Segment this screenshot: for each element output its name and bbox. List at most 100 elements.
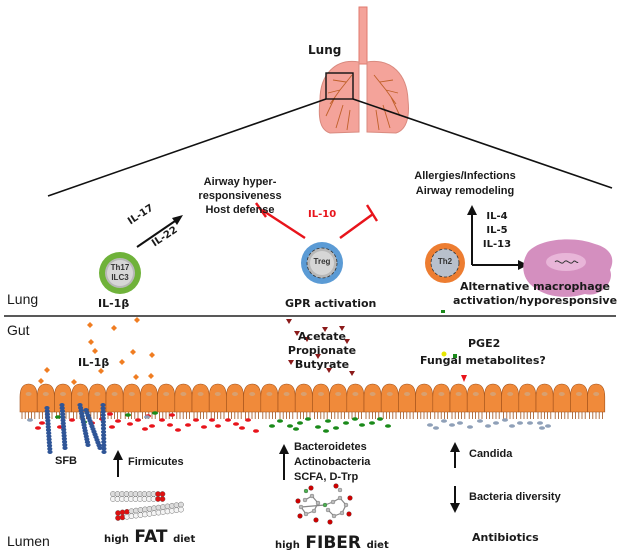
green-dot <box>125 413 131 417</box>
macrophage-label: Alternative macrophage activation/hypore… <box>450 280 620 308</box>
il1b-dot <box>88 339 94 345</box>
macrophage-line2: activation/hyporesponsive <box>452 294 618 307</box>
th2-arrows <box>467 205 528 270</box>
epithelial-cell <box>140 383 158 419</box>
epithelial-cell <box>535 383 554 419</box>
cytokine-il4: IL-4 <box>486 211 508 222</box>
epithelial-cell <box>587 383 606 419</box>
il1b-gut-label: IL-1β <box>78 356 110 369</box>
epithelial-cell <box>226 383 244 419</box>
diversity-down-arrow <box>450 486 460 513</box>
red-dot <box>39 421 45 425</box>
sfb-segment <box>101 443 107 448</box>
green-dot <box>359 423 365 427</box>
epithelial-cell <box>570 383 588 419</box>
grey-dot <box>545 424 551 428</box>
candida-up-arrow <box>450 442 460 468</box>
allergy-outcome: Allergies/Infections Airway remodeling <box>385 169 545 199</box>
green-dot <box>377 417 383 421</box>
green-dot <box>269 424 275 428</box>
red-dot <box>115 419 121 423</box>
th2-cell <box>425 243 465 283</box>
atom <box>178 506 184 513</box>
green-dot <box>369 421 375 425</box>
red-dot <box>209 418 215 422</box>
sfb-segment <box>60 418 66 423</box>
gpr-activation-label: GPR activation <box>285 297 377 310</box>
atom <box>315 500 321 506</box>
outcome-line3: Host defense <box>205 204 275 216</box>
epithelial-cell <box>518 383 537 419</box>
sfb-segment <box>101 450 107 454</box>
epithelial-cell <box>19 383 38 419</box>
sfb-segment <box>101 436 107 441</box>
green-dot <box>297 421 303 425</box>
il1b-dot <box>119 359 125 365</box>
sfb-segment <box>46 443 53 448</box>
bacteria-diversity-label: Bacteria diversity <box>469 491 561 503</box>
fiber-molecule <box>295 483 353 525</box>
epithelial-cell <box>174 383 193 419</box>
th2-label: Th2 <box>437 257 453 266</box>
green-dot <box>287 424 293 428</box>
sfb-segment <box>61 433 67 438</box>
scfa-marker <box>304 337 310 342</box>
grey-dot <box>493 421 499 425</box>
allergy-line2: Airway remodeling <box>415 185 515 197</box>
firmicutes-label: Firmicutes <box>128 456 184 468</box>
firmicutes-up-arrow <box>113 450 123 477</box>
red-dot <box>193 418 199 422</box>
sfb-segment <box>100 406 106 411</box>
sfb-segment <box>100 413 106 418</box>
il10-inhibition <box>255 202 379 240</box>
sfb-segment <box>46 440 52 445</box>
candida-label: Candida <box>469 448 513 460</box>
scfa-marker <box>344 339 350 344</box>
il1b-dots <box>38 317 155 385</box>
epithelial-cell <box>484 383 502 419</box>
red-marker <box>461 375 467 382</box>
high-fiber-diet-label: high FIBER diet <box>275 533 389 553</box>
il17-il22-arrow <box>136 215 183 248</box>
sfb-segment <box>85 443 91 447</box>
epithelial-cell <box>552 383 571 419</box>
atom <box>325 507 331 513</box>
atom <box>331 513 337 519</box>
scfa-list: Acetate Propionate Butyrate <box>282 330 362 372</box>
il1b-dot <box>111 325 117 331</box>
green-dot <box>293 427 299 431</box>
sfb-segment <box>45 415 51 420</box>
diet-main: FAT <box>134 527 168 547</box>
red-dot <box>35 426 41 430</box>
scfa-marker <box>288 360 294 365</box>
diet-post: diet <box>173 534 196 545</box>
trachea <box>358 6 368 65</box>
epithelial-cell <box>363 383 382 419</box>
green-dot <box>55 415 61 419</box>
sfb-segment <box>44 409 50 414</box>
atom <box>311 508 317 514</box>
red-dot <box>127 422 133 426</box>
sfb-segment <box>60 415 66 420</box>
sfb-segment <box>46 431 52 436</box>
grey-dot <box>527 421 533 425</box>
scfa-butyrate: Butyrate <box>294 358 350 371</box>
epithelial-cell <box>277 383 296 419</box>
region-label-lung: Lung <box>7 291 39 307</box>
fungal-label: Fungal metabolites? <box>420 354 546 367</box>
inhibit-bar-right <box>365 204 379 222</box>
allergy-line1: Allergies/Infections <box>414 170 516 182</box>
epithelial-cell <box>449 383 468 419</box>
bacteria-actinobacteria: Actinobacteria <box>294 456 371 468</box>
cytokine-il13: IL-13 <box>482 239 512 250</box>
scfa-acetate: Acetate <box>298 330 346 343</box>
zoom-line-left <box>47 98 327 197</box>
sfb-segment <box>97 446 103 450</box>
epithelial-cell <box>71 383 90 419</box>
il1b-dot <box>98 368 104 374</box>
bond <box>300 504 326 508</box>
epithelial-cell <box>294 383 313 419</box>
sfb-segment <box>59 403 65 407</box>
il1b-dot <box>87 322 93 328</box>
